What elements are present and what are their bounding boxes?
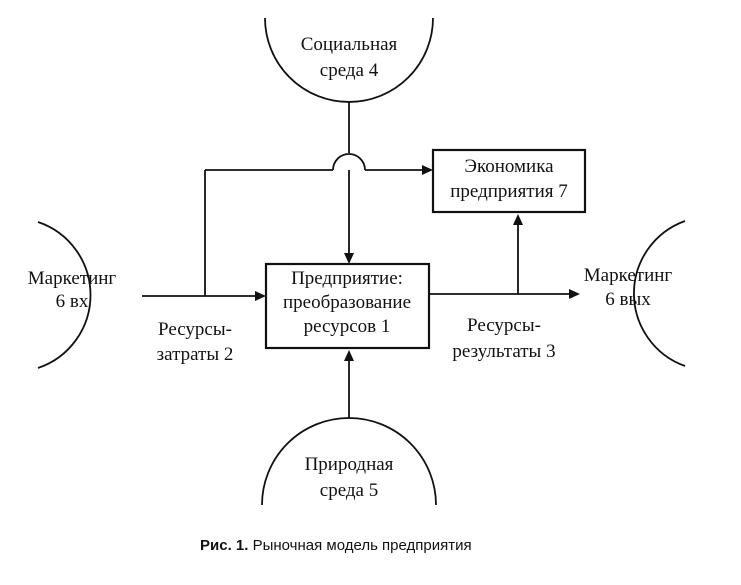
- economy-label-line1: Экономика: [464, 156, 554, 177]
- outputs-label-line2: результаты 3: [452, 341, 555, 362]
- economy-label-line2: предприятия 7: [450, 181, 568, 202]
- inputs-label-line1: Ресурсы-: [158, 319, 232, 340]
- arrow-into-economy-icon: [422, 165, 433, 175]
- arrow-into-enterprise-left-icon: [255, 291, 266, 301]
- natural-label-line1: Природная: [305, 454, 394, 475]
- marketing-in-node: Маркетинг 6 вх: [28, 221, 117, 369]
- marketing-out-label-line2: 6 вых: [605, 289, 651, 310]
- enterprise-label-line3: ресурсов 1: [304, 316, 391, 337]
- figure-caption: Рис. 1. Рыночная модель предприятия: [200, 537, 472, 554]
- arrow-into-enterprise-top-icon: [344, 253, 354, 264]
- outputs-label-line1: Ресурсы-: [467, 315, 541, 336]
- caption-text: Рыночная модель предприятия: [248, 537, 471, 554]
- arrowheads: [255, 165, 580, 361]
- enterprise-box: Предприятие: преобразование ресурсов 1: [264, 262, 431, 350]
- marketing-in-label-line1: Маркетинг: [28, 268, 117, 289]
- inputs-edge-label: Ресурсы- затраты 2: [157, 319, 234, 365]
- arrow-into-enterprise-bottom-icon: [344, 350, 354, 361]
- line-crossover-bridge: [332, 153, 366, 171]
- natural-environment-node: Природная среда 5: [261, 417, 437, 506]
- marketing-out-label-line1: Маркетинг: [584, 265, 673, 286]
- outputs-edge-label: Ресурсы- результаты 3: [452, 315, 555, 362]
- natural-label-line2: среда 5: [320, 480, 378, 501]
- arrow-into-economy-bottom-icon: [513, 214, 523, 225]
- social-label-line2: среда 4: [320, 60, 379, 81]
- caption-prefix: Рис. 1.: [200, 537, 248, 554]
- enterprise-label-line1: Предприятие:: [291, 268, 403, 289]
- enterprise-label-line2: преобразование: [283, 292, 411, 313]
- social-label-line1: Социальная: [301, 34, 398, 55]
- inputs-label-line2: затраты 2: [157, 344, 234, 365]
- arrow-into-marketing-out-icon: [569, 289, 580, 299]
- connectors: [142, 102, 573, 418]
- marketing-out-node: Маркетинг 6 вых: [584, 220, 686, 367]
- social-environment-node: Социальная среда 4: [264, 17, 434, 103]
- economy-box: Экономика предприятия 7: [431, 148, 587, 214]
- marketing-in-label-line2: 6 вх: [56, 291, 89, 312]
